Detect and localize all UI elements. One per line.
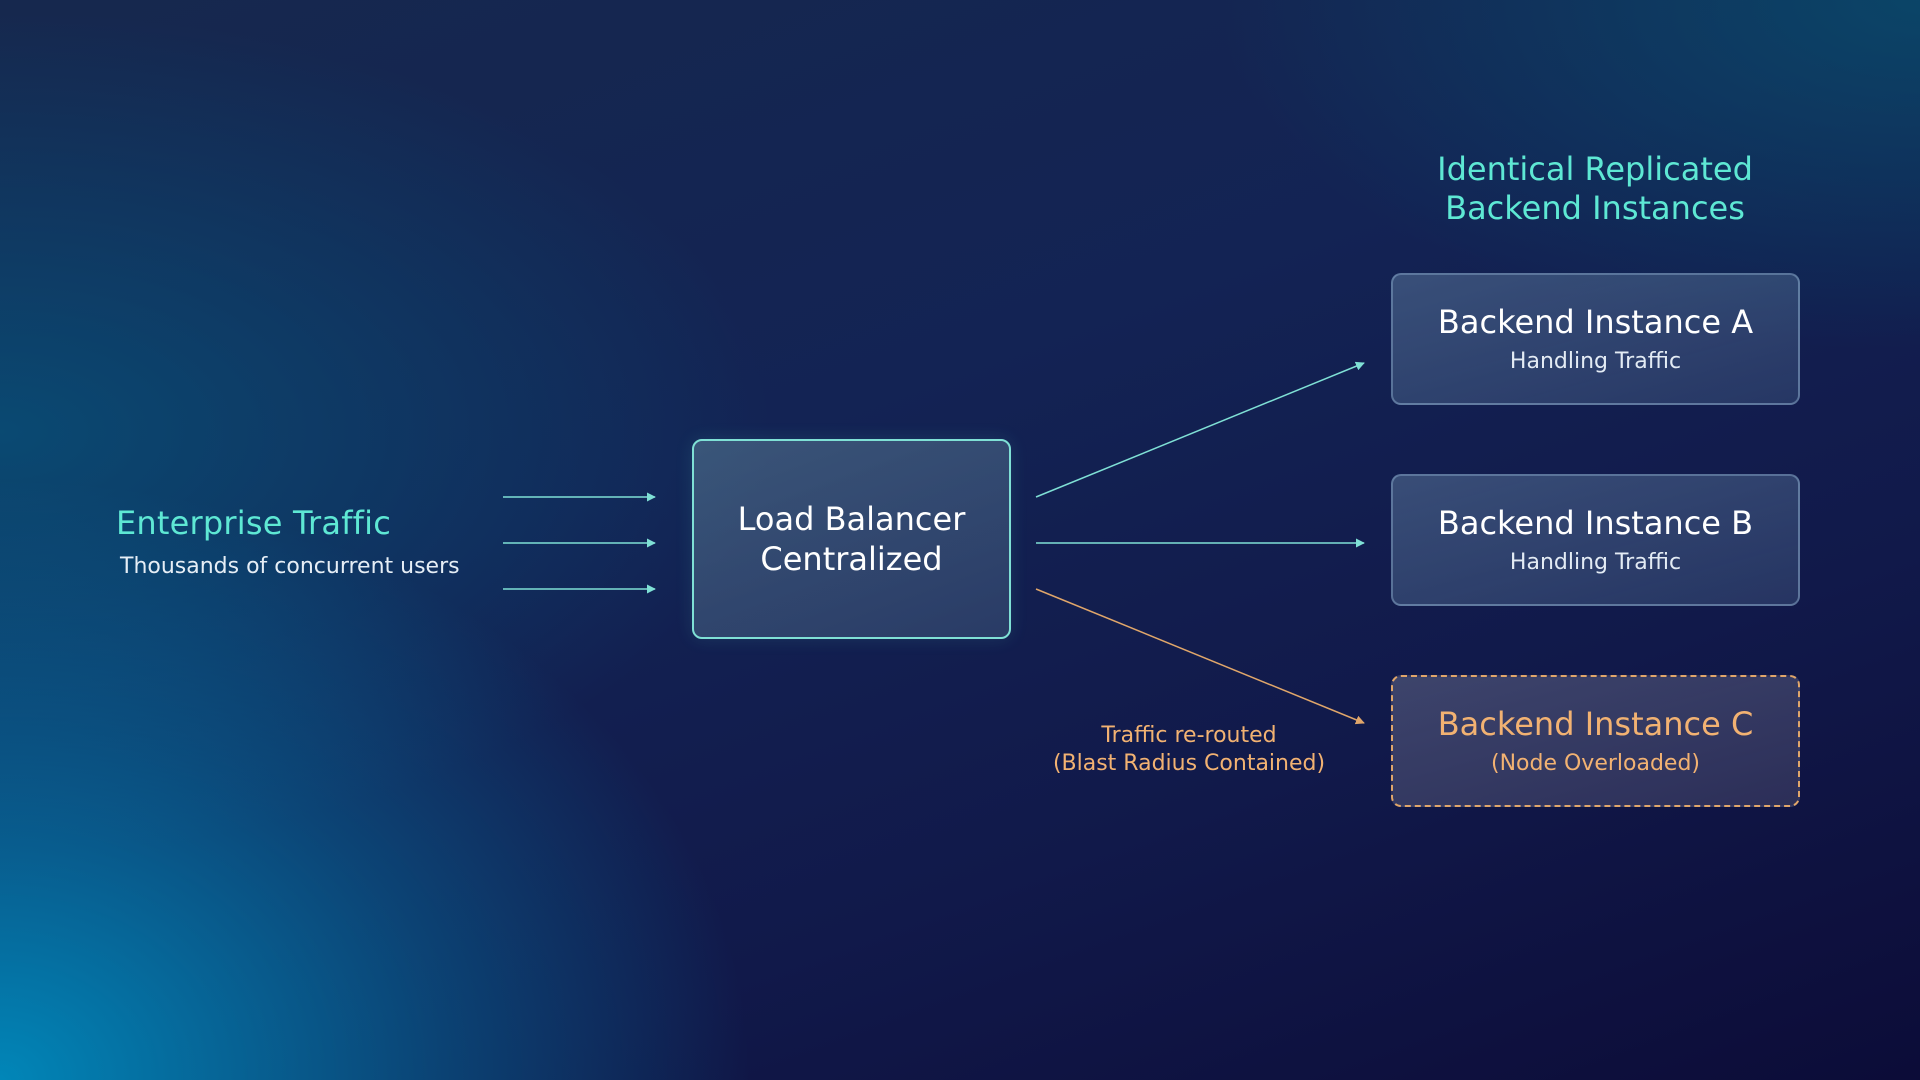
backend-group-title: Identical Replicated Backend Instances <box>1380 150 1810 228</box>
traffic-source-title: Enterprise Traffic <box>116 504 392 542</box>
backend-instance-a-node: Backend Instance A Handling Traffic <box>1391 273 1800 405</box>
load-balancer-node: Load Balancer Centralized <box>692 439 1011 639</box>
backend-instance-b-status: Handling Traffic <box>1509 550 1682 575</box>
backend-instance-a-name: Backend Instance A <box>1437 303 1754 341</box>
load-balancer-label: Load Balancer <box>737 500 966 538</box>
load-balancer-sublabel: Centralized <box>760 540 943 578</box>
backend-instance-c-node: Backend Instance C (Node Overloaded) <box>1391 675 1800 807</box>
reroute-annotation-line-1: Traffic re-routed <box>1101 723 1277 748</box>
backend-instance-c-status: (Node Overloaded) <box>1490 751 1700 776</box>
backend-instance-a-status: Handling Traffic <box>1509 349 1682 374</box>
backend-instance-b-node: Backend Instance B Handling Traffic <box>1391 474 1800 606</box>
route-arrow-to-backend-a <box>1035 361 1365 498</box>
backend-instance-c-name: Backend Instance C <box>1437 705 1754 743</box>
backend-group-title-line-1: Identical Replicated <box>1437 150 1753 188</box>
backend-group-title-line-2: Backend Instances <box>1445 189 1745 227</box>
reroute-annotation: Traffic re-routed (Blast Radius Containe… <box>1030 722 1348 778</box>
reroute-arrow-to-backend-c <box>1035 588 1365 725</box>
backend-instance-b-name: Backend Instance B <box>1437 504 1754 542</box>
traffic-source-subtitle: Thousands of concurrent users <box>120 554 460 579</box>
reroute-annotation-line-2: (Blast Radius Contained) <box>1052 751 1326 776</box>
